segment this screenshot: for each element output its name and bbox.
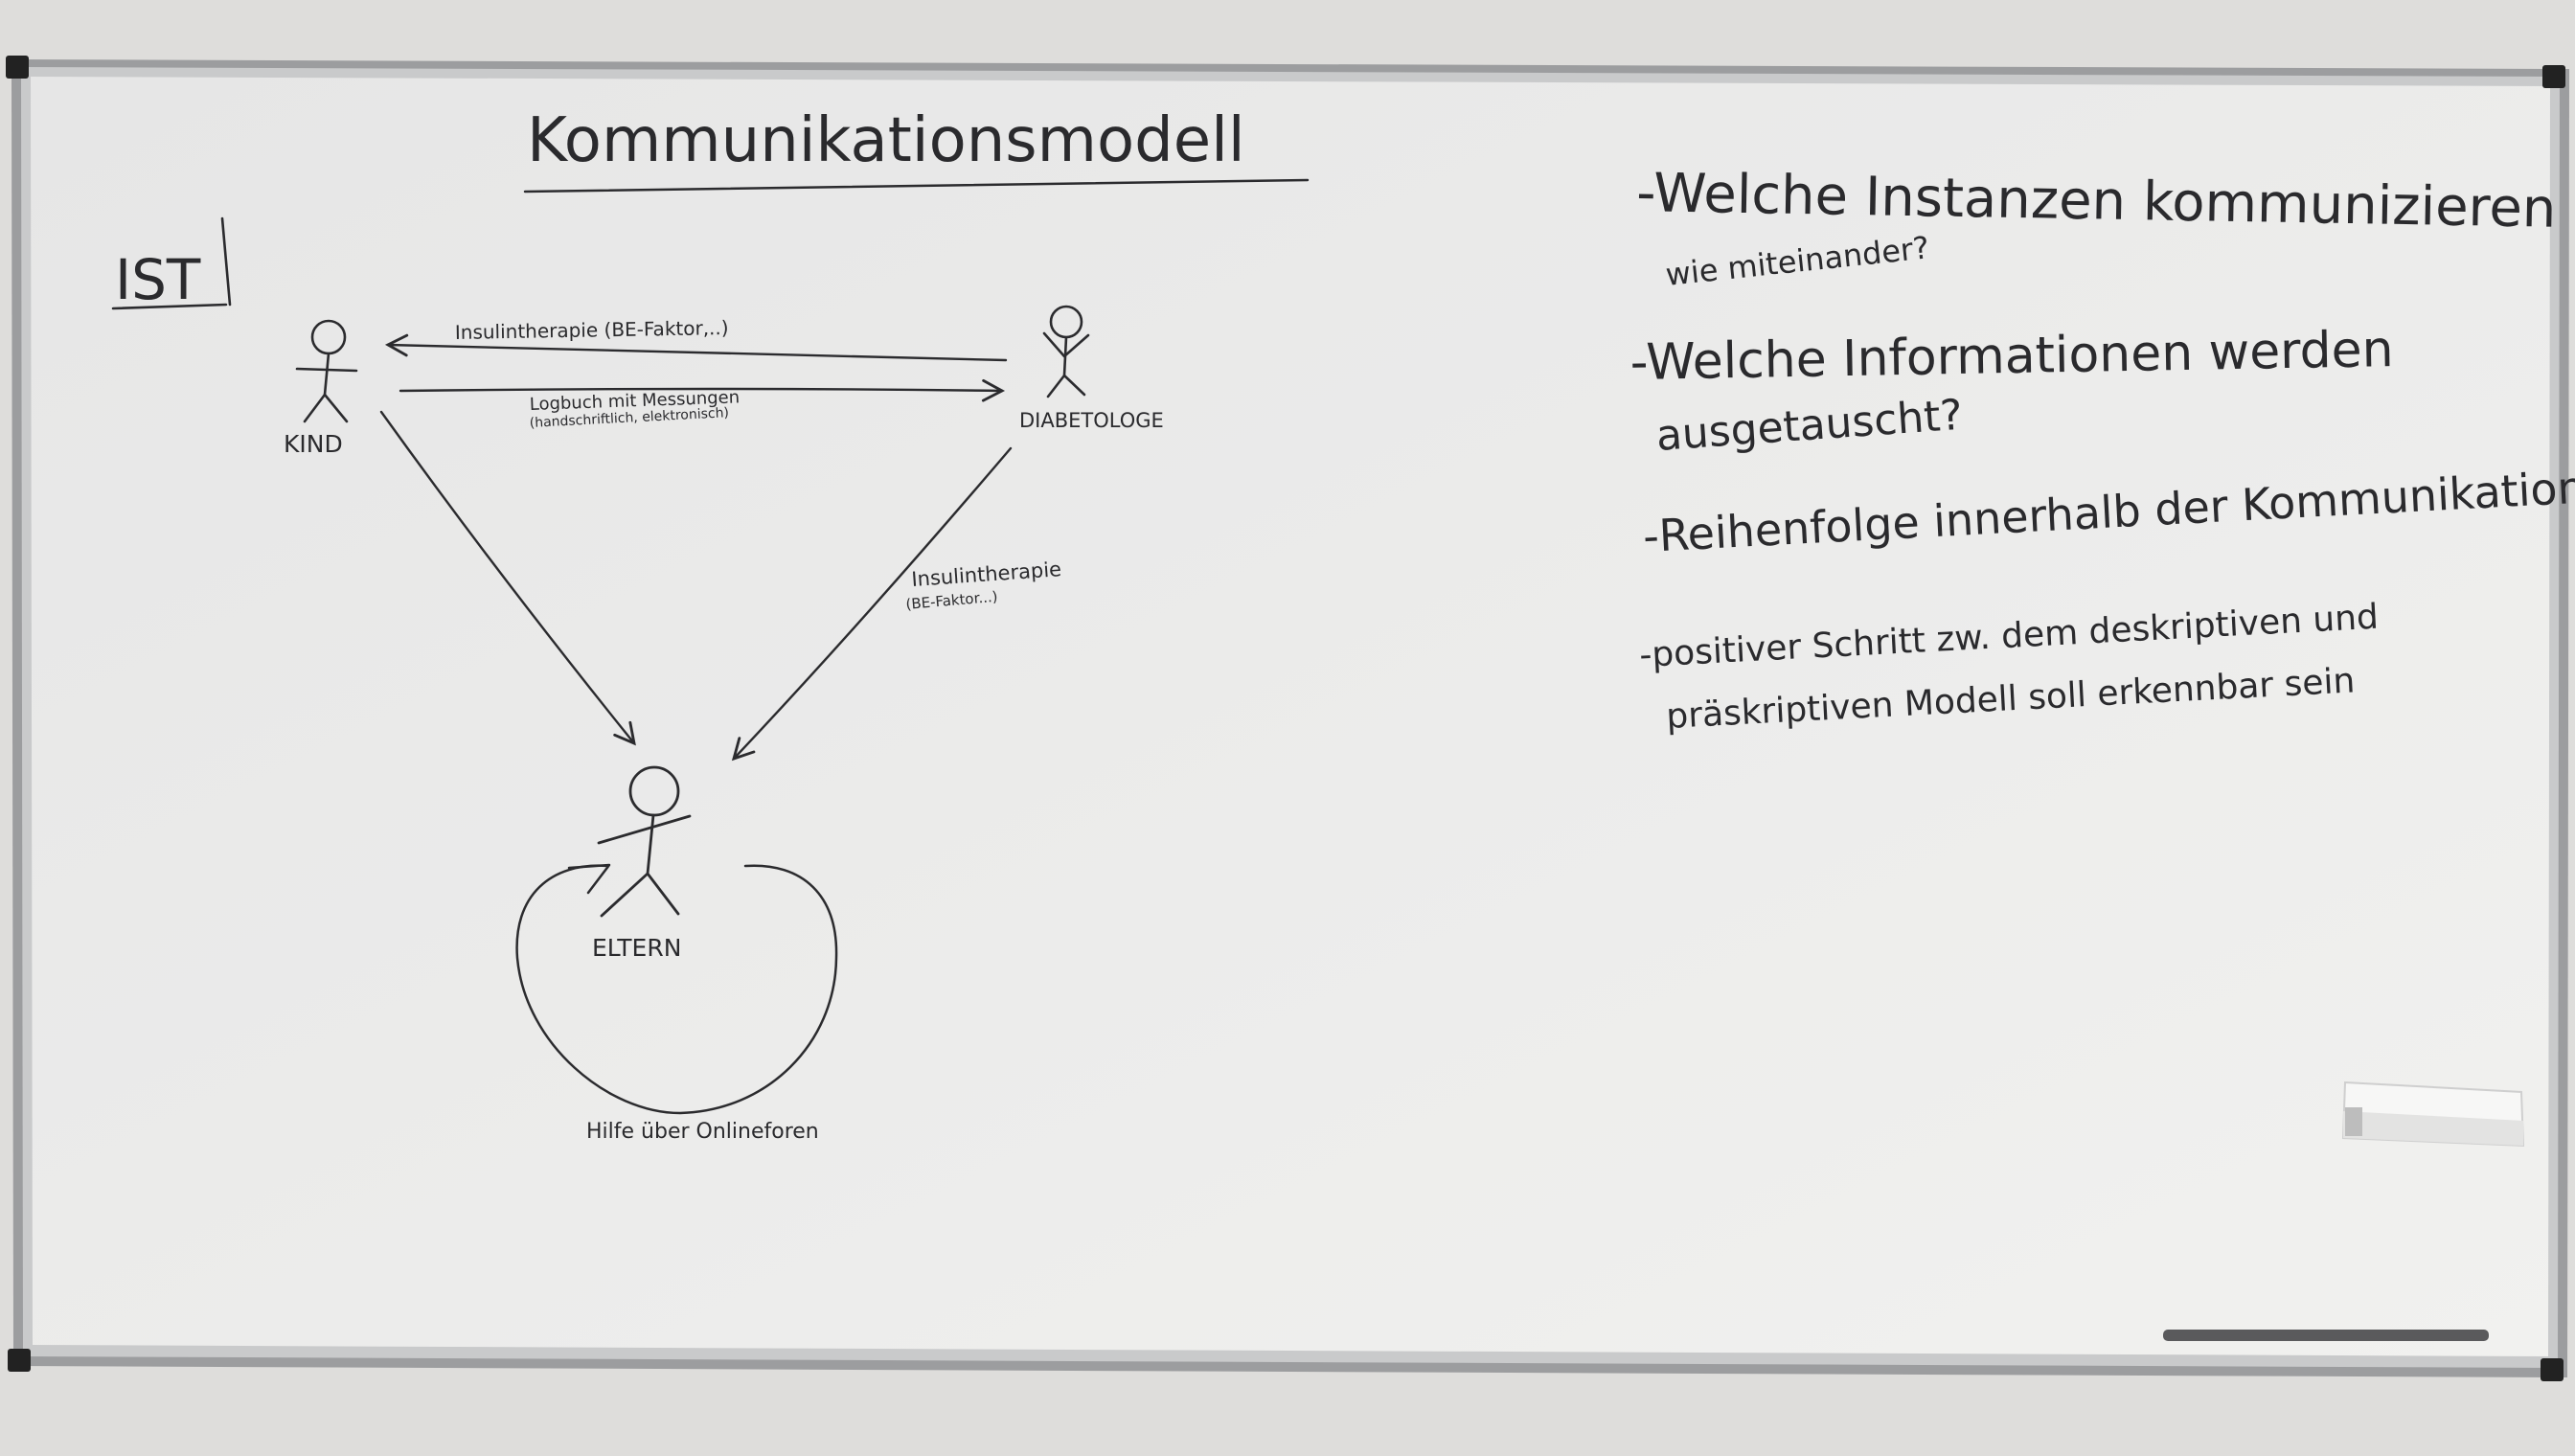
parents-stick-figure — [597, 765, 692, 918]
frame-corner — [2542, 65, 2565, 88]
child-label: KIND — [284, 430, 343, 458]
doctor-stick-figure — [1042, 305, 1090, 398]
arrow-parents-loop — [515, 864, 838, 1115]
frame-corner — [2541, 1358, 2564, 1381]
diagram-title: Kommunikationsmodell — [527, 105, 1245, 176]
frame-corner — [8, 1349, 31, 1372]
child-stick-figure — [295, 319, 358, 423]
title-underline — [523, 178, 1310, 193]
frame-corner — [6, 56, 29, 79]
arrow-doctor-to-parents — [731, 446, 1013, 762]
question-informationen: -Welche Informationen werden — [1629, 321, 2394, 392]
arrow-child-to-parents — [379, 410, 636, 746]
parents-label: ELTERN — [592, 934, 681, 962]
loop-arrowhead — [567, 863, 611, 895]
state-label-frame — [111, 216, 232, 310]
board-surface — [31, 77, 2550, 1356]
board-eraser — [2341, 1081, 2525, 1148]
arrow-child-to-doctor — [399, 378, 1006, 402]
whiteboard — [6, 56, 2569, 1381]
state-label: IST — [115, 247, 201, 312]
arrow-doctor-to-child — [384, 333, 1008, 362]
arrow-label-insulintherapie: Insulintherapie (BE-Faktor,..) — [455, 316, 729, 344]
marker-pen — [2163, 1330, 2489, 1341]
doctor-label: DIABETOLOGE — [1019, 409, 1164, 432]
loop-label-onlineforen: Hilfe über Onlineforen — [586, 1120, 819, 1144]
